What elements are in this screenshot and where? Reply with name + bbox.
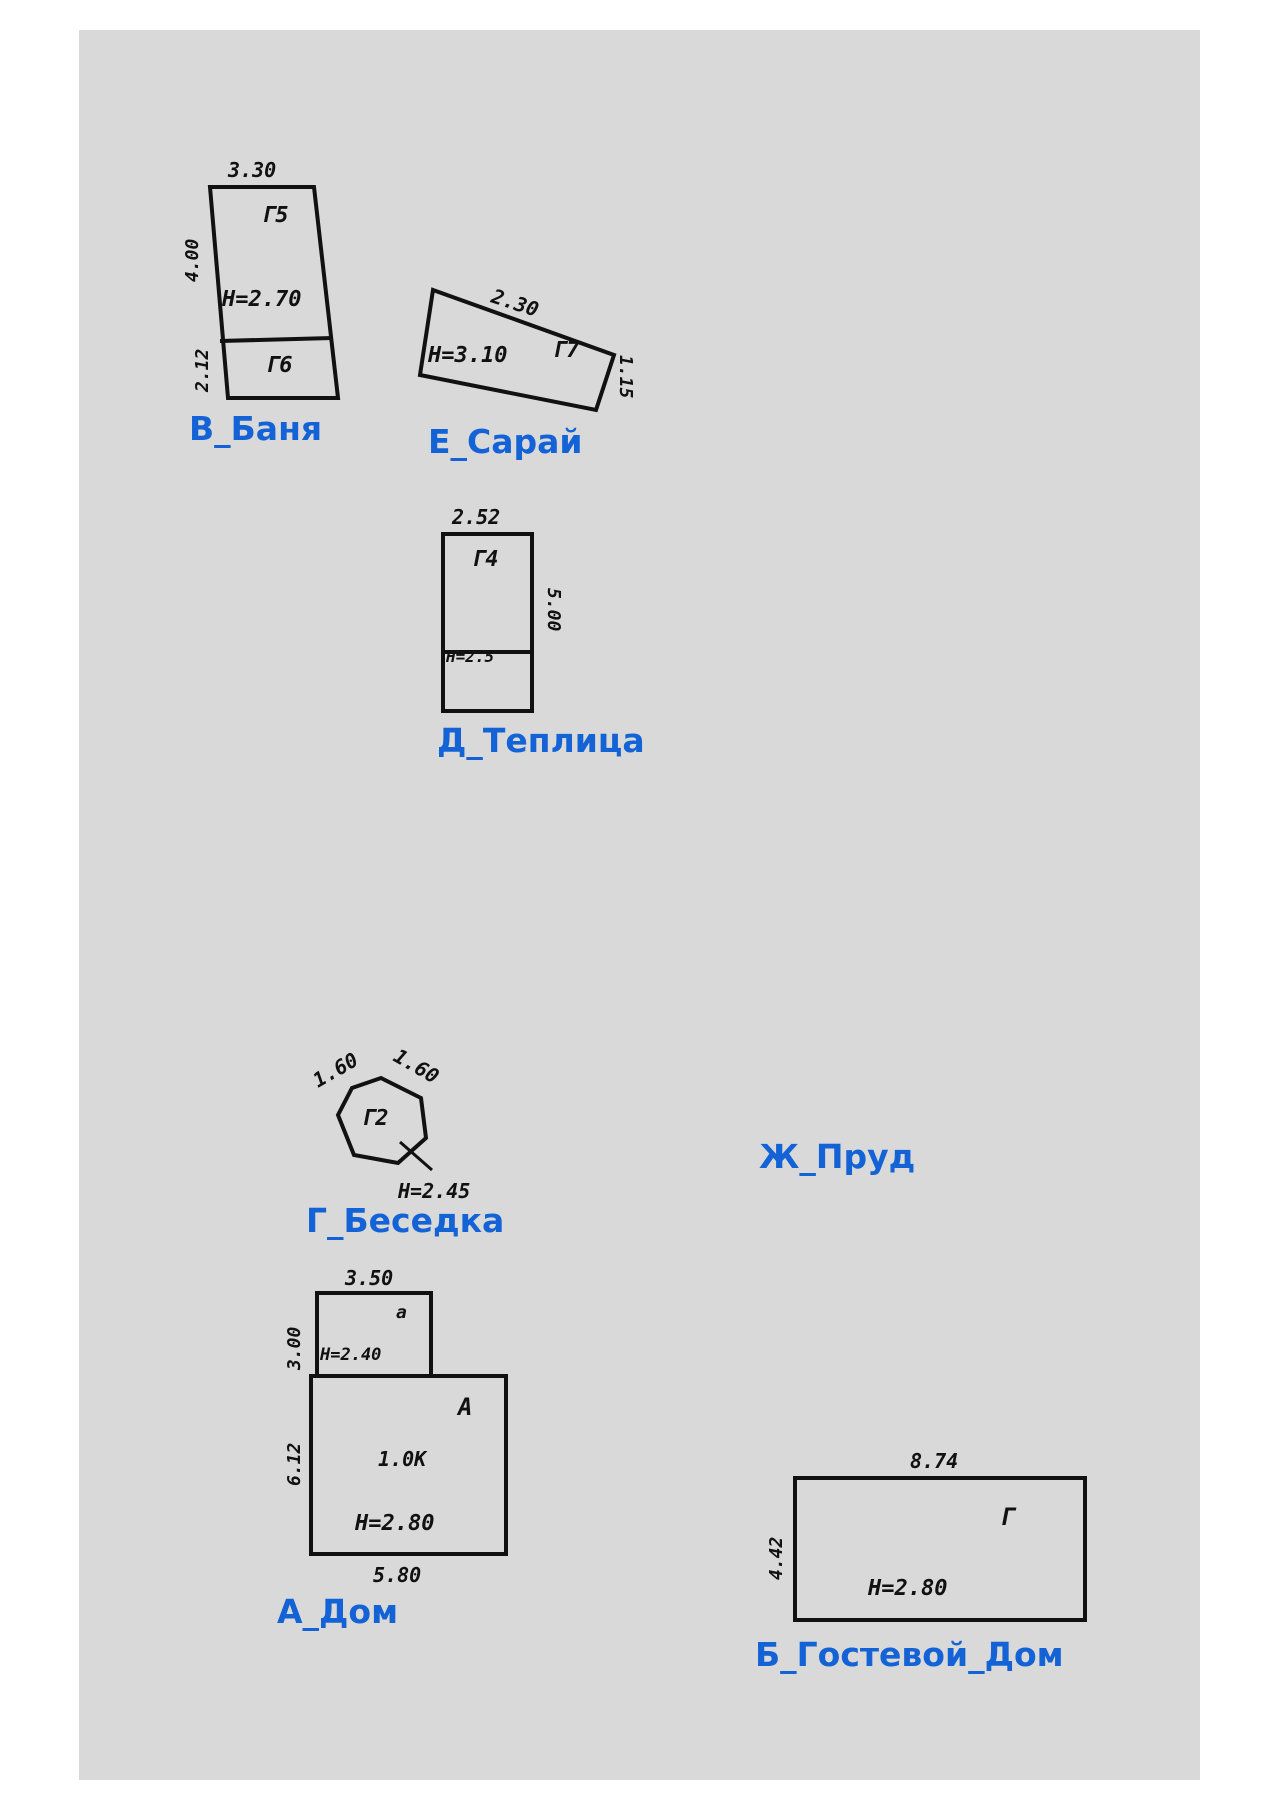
gostevoy-h: H=2.80 bbox=[867, 1576, 947, 1601]
teplitsa-code: Г4 bbox=[472, 547, 499, 572]
saray-outline bbox=[417, 287, 617, 413]
dom-width-bottom: 5.80 bbox=[373, 1563, 421, 1587]
banya-label: В_Баня bbox=[189, 409, 323, 448]
dom-drawing: 3.50 3.00 6.12 а H=2.40 А 1.0К H=2.80 5.… bbox=[284, 1266, 508, 1587]
dom-h-main: H=2.80 bbox=[354, 1511, 434, 1536]
dom-floors: 1.0К bbox=[378, 1447, 428, 1471]
saray-height: 1.15 bbox=[615, 355, 636, 399]
banya-height-top: 4.00 bbox=[182, 238, 203, 282]
banya-h: H=2.70 bbox=[221, 287, 301, 312]
gostevoy-code: Г bbox=[1000, 1503, 1017, 1531]
gostevoy-outline bbox=[793, 1476, 1087, 1622]
banya-height-bottom: 2.12 bbox=[192, 349, 213, 393]
plan-sheet bbox=[79, 30, 1200, 1780]
dom-code-main: А bbox=[456, 1393, 472, 1421]
prud-label: Ж_Пруд bbox=[759, 1137, 916, 1176]
dom-height-top: 3.00 bbox=[284, 1326, 305, 1371]
banya-divider bbox=[219, 336, 333, 343]
banya-drawing: 3.30 4.00 2.12 Г5 H=2.70 Г6 bbox=[182, 158, 341, 400]
dom-width-top: 3.50 bbox=[344, 1266, 393, 1290]
teplitsa-width: 2.52 bbox=[451, 505, 500, 529]
besedka-code: Г2 bbox=[362, 1106, 389, 1131]
saray-drawing: 2.30 1.15 H=3.10 Г7 bbox=[417, 284, 636, 413]
dom-height-bottom: 6.12 bbox=[284, 1443, 305, 1486]
teplitsa-outline bbox=[441, 532, 534, 713]
teplitsa-drawing: 2.52 5.00 Г4 H=2.5 bbox=[441, 505, 564, 713]
dom-code-top: а bbox=[396, 1302, 407, 1323]
dom-h-top: H=2.40 bbox=[319, 1345, 381, 1365]
gostevoy-height: 4.42 bbox=[766, 1537, 787, 1580]
dom-main-outline bbox=[309, 1374, 508, 1556]
teplitsa-h: H=2.5 bbox=[445, 647, 494, 666]
besedka-outline bbox=[335, 1075, 429, 1166]
banya-width: 3.30 bbox=[227, 158, 276, 182]
banya-outline bbox=[207, 185, 341, 400]
dom-label: А_Дом bbox=[277, 1592, 399, 1631]
besedka-label: Г_Беседка bbox=[306, 1201, 505, 1240]
gostevoy-label: Б_Гостевой_Дом bbox=[755, 1635, 1064, 1674]
teplitsa-label: Д_Теплица bbox=[437, 721, 645, 760]
besedka-leader bbox=[399, 1140, 433, 1172]
banya-code-top: Г5 bbox=[262, 203, 289, 228]
teplitsa-height: 5.00 bbox=[543, 588, 564, 632]
besedka-h: H=2.45 bbox=[397, 1179, 470, 1203]
saray-label: Е_Сарай bbox=[428, 422, 583, 461]
besedka-side-b: 1.60 bbox=[390, 1044, 444, 1089]
banya-code-bottom: Г6 bbox=[266, 353, 293, 378]
gostevoy-drawing: 8.74 4.42 Г H=2.80 bbox=[766, 1449, 1087, 1622]
gostevoy-width: 8.74 bbox=[910, 1449, 958, 1473]
besedka-drawing: 1.60 1.60 Г2 H=2.45 bbox=[309, 1044, 471, 1203]
saray-width: 2.30 bbox=[488, 284, 542, 322]
saray-code: Г7 bbox=[553, 338, 580, 363]
saray-h: H=3.10 bbox=[427, 343, 507, 368]
